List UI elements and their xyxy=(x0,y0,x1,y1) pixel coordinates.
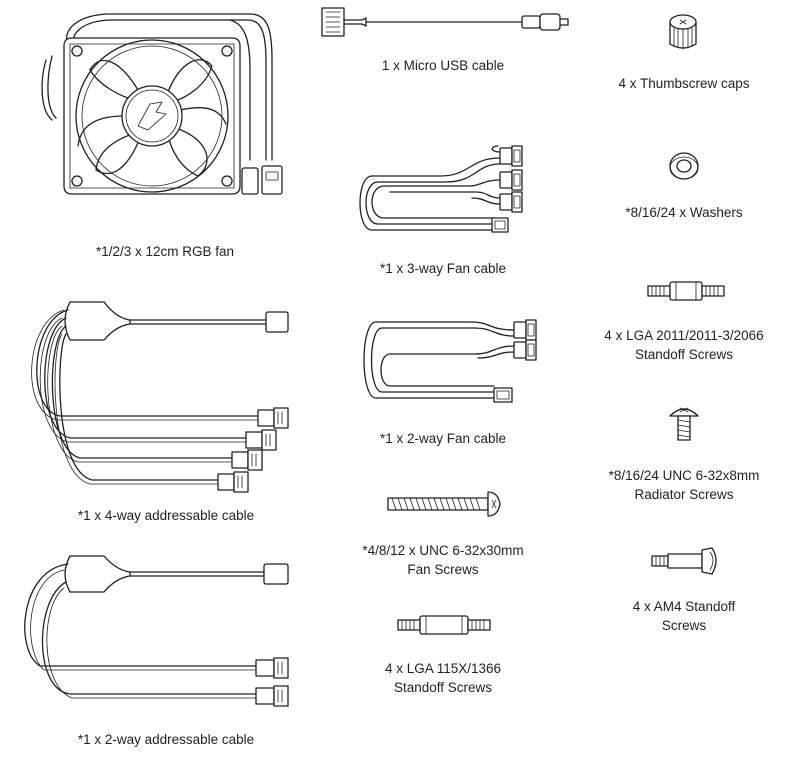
fan-label: *1/2/3 x 12cm RGB fan xyxy=(95,244,235,259)
fan-screws-label-line2: Fan Screws xyxy=(407,562,479,577)
addressable-4way-label: *1 x 4-way addressable cable xyxy=(77,508,255,523)
lga115x-label-line1: 4 x LGA 115X/1366 xyxy=(384,661,502,676)
am4-label-line2: Screws xyxy=(661,618,707,633)
lga2011-label-line2: Standoff Screws xyxy=(634,347,734,362)
lga115x-label-line2: Standoff Screws xyxy=(393,680,493,695)
radiator-screws-label-line1: *8/16/24 UNC 6-32x8mm xyxy=(608,468,760,483)
fan-3way-label: *1 x 3-way Fan cable xyxy=(379,261,507,276)
am4-label-line1: 4 x AM4 Standoff xyxy=(632,599,736,614)
washers-label: *8/16/24 x Washers xyxy=(625,205,743,220)
addressable-2way-label: *1 x 2-way addressable cable xyxy=(77,732,255,747)
thumbscrew-caps-label: 4 x Thumbscrew caps xyxy=(618,76,750,91)
lga2011-label-line1: 4 x LGA 2011/2011-3/2066 xyxy=(604,328,764,343)
radiator-screws-label-line2: Radiator Screws xyxy=(634,487,734,502)
micro-usb-label: 1 x Micro USB cable xyxy=(381,58,505,73)
fan-2way-label: *1 x 2-way Fan cable xyxy=(379,431,507,446)
fan-screws-label-line1: *4/8/12 x UNC 6-32x30mm xyxy=(362,543,524,558)
